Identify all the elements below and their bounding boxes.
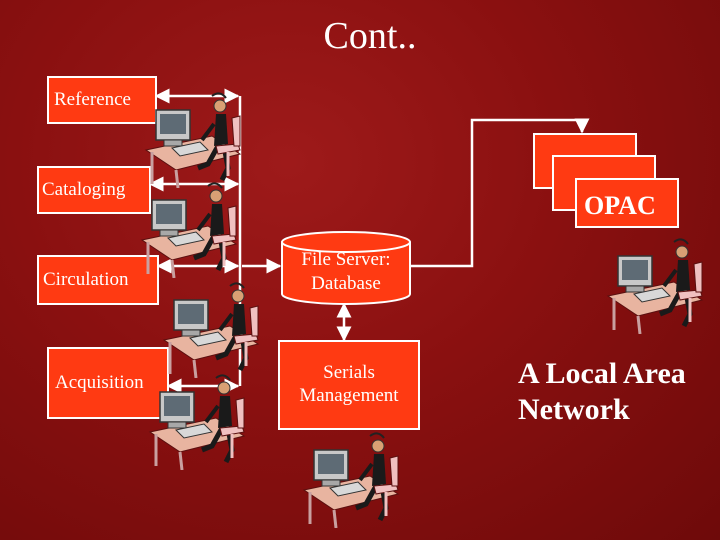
opac-link	[408, 118, 590, 268]
file-server-line1: File Server:	[301, 249, 391, 270]
workstation-icon	[138, 178, 248, 278]
file-server-label: File Server: Database	[280, 248, 412, 296]
network-line2: Network	[518, 393, 630, 426]
acquisition-box: Acquisition	[47, 347, 169, 419]
circulation-label: Circulation	[43, 269, 129, 290]
workstation-icon	[160, 278, 270, 378]
serials-line2: Management	[299, 385, 399, 406]
opac-card-front	[575, 178, 679, 228]
reference-box: Reference	[47, 76, 157, 124]
circulation-box: Circulation	[37, 255, 159, 305]
opac-label: OPAC	[584, 191, 656, 220]
workstation-icon	[142, 88, 252, 188]
serials-line1: Serials	[323, 362, 375, 384]
acquisition-label: Acquisition	[55, 372, 144, 393]
reference-label: Reference	[54, 89, 131, 110]
slide-title: Cont..	[323, 15, 417, 57]
workstation-icon	[300, 428, 410, 528]
network-caption: A Local Area Network	[518, 356, 686, 428]
file-server-line2: Database	[311, 272, 381, 294]
cataloging-box: Cataloging	[37, 166, 151, 214]
workstation-icon	[146, 370, 256, 470]
file-server-database	[281, 231, 411, 305]
network-line1: A Local Area	[518, 357, 686, 390]
serials-box: Serials Management	[278, 340, 420, 430]
cataloging-label: Cataloging	[42, 179, 126, 200]
workstation-icon	[604, 234, 714, 334]
